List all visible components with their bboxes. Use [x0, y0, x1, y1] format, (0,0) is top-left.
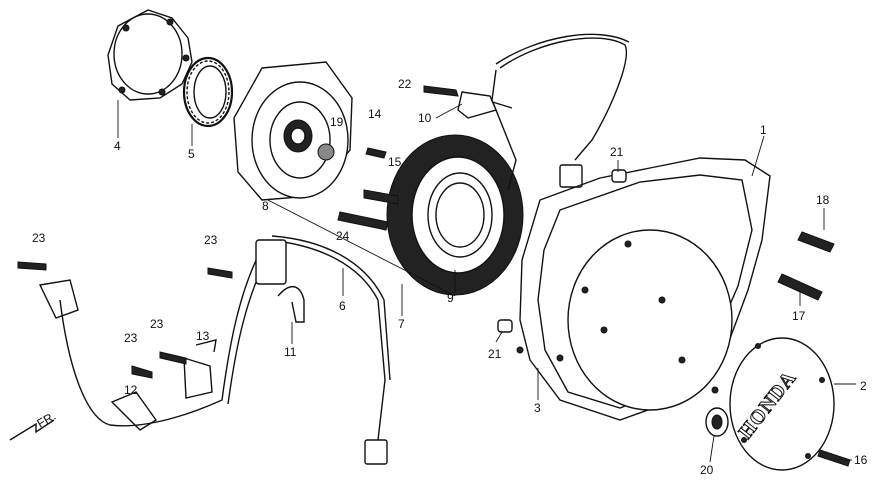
part-20-seal — [705, 407, 729, 437]
part-4-cover-plate — [107, 9, 193, 101]
callout-18: 18 — [816, 193, 830, 207]
flywheel-rotor — [233, 61, 353, 201]
callout-17: 17 — [792, 309, 806, 323]
leader-lines — [117, 100, 856, 463]
callout-21-bottom: 21 — [488, 347, 502, 361]
part-1-crankcase-cover — [516, 157, 771, 421]
wiring-harness — [38, 235, 391, 465]
part-2-timing-cover: HONDA — [729, 337, 835, 471]
part-5-clutch-ring — [182, 56, 234, 128]
callout-10: 10 — [418, 111, 432, 125]
callout-9: 9 — [447, 291, 454, 305]
callout-23-a: 23 — [32, 231, 46, 245]
bolts — [17, 85, 851, 467]
callout-16: 16 — [854, 453, 868, 467]
callout-8: 8 — [262, 199, 269, 213]
callout-23-d: 23 — [124, 331, 138, 345]
callout-23-c: 23 — [150, 317, 164, 331]
callout-1: 1 — [760, 123, 767, 137]
callout-15: 15 — [388, 155, 402, 169]
stator — [386, 134, 524, 296]
callout-7: 7 — [398, 317, 405, 331]
callout-24: 24 — [336, 229, 350, 243]
callout-22: 22 — [398, 77, 412, 91]
callout-3: 3 — [534, 401, 541, 415]
callout-21-top: 21 — [610, 145, 624, 159]
callout-23-b: 23 — [204, 233, 218, 247]
callout-20: 20 — [700, 463, 714, 477]
part-10-bracket — [457, 91, 497, 119]
callout-6: 6 — [339, 299, 346, 313]
callout-11: 11 — [284, 345, 297, 359]
callout-labels: 1 2 3 4 5 6 7 8 9 10 11 12 13 14 15 16 1… — [32, 77, 868, 477]
part-11-clamp — [277, 286, 305, 323]
callout-2: 2 — [860, 379, 867, 393]
callout-5: 5 — [188, 147, 195, 161]
callout-13: 13 — [196, 329, 210, 343]
direction-label: FR. — [35, 409, 59, 431]
callout-14: 14 — [368, 107, 382, 121]
callout-4: 4 — [114, 139, 121, 153]
direction-arrow: FR. — [9, 409, 59, 441]
callout-19: 19 — [330, 115, 344, 129]
callout-12: 12 — [124, 383, 138, 397]
